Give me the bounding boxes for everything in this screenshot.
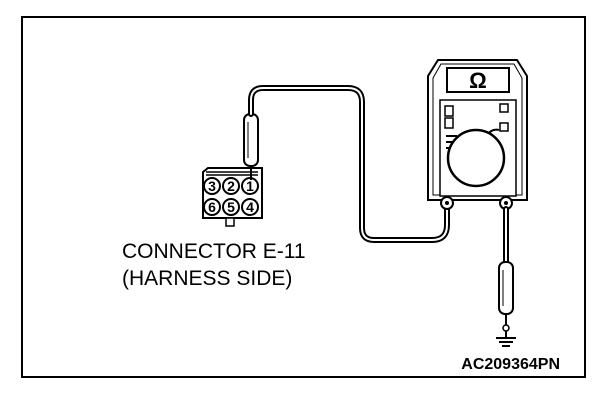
range-switch	[444, 117, 454, 129]
multimeter-icon: Ω	[427, 59, 528, 210]
connector-key	[225, 217, 235, 227]
pin-label: 6	[208, 199, 216, 215]
connector-pin: 2	[222, 177, 240, 195]
connector-pin: 6	[203, 198, 221, 216]
pin-label: 2	[227, 178, 235, 194]
connector-title: CONNECTOR E-11	[122, 240, 306, 263]
connector-icon: 3 2 1 6 5 4	[202, 167, 263, 227]
pin-label: 3	[208, 178, 216, 194]
connector-pin: 3	[203, 177, 221, 195]
rotary-dial	[446, 128, 506, 188]
range-switch	[499, 122, 509, 132]
range-switch	[444, 105, 454, 117]
test-lead-outline	[248, 85, 450, 243]
probe-tip-ball	[502, 324, 510, 332]
com-jack-center	[445, 201, 449, 205]
probe-body	[498, 261, 514, 315]
figure-code: AC209364PN	[461, 356, 560, 373]
connector-pin: 1	[241, 177, 259, 195]
connector-pin: 4	[241, 198, 259, 216]
meter-display	[446, 67, 510, 93]
pin-label: 5	[227, 199, 235, 215]
test-probe-icon	[498, 261, 514, 332]
test-probe-icon	[243, 113, 259, 180]
ground-icon	[496, 331, 516, 347]
test-lead-core	[250, 87, 448, 241]
pin-label: 1	[246, 178, 254, 194]
pin-label: 4	[246, 199, 254, 215]
meter-inner-edge	[432, 63, 523, 196]
probe-body	[243, 113, 259, 167]
ohm-symbol: Ω	[469, 68, 487, 93]
connector-pin: 5	[222, 198, 240, 216]
range-switch	[499, 103, 509, 113]
ohm-jack-center	[504, 201, 508, 205]
figure-frame	[21, 16, 586, 378]
connector-subtitle: (HARNESS SIDE)	[122, 267, 292, 290]
